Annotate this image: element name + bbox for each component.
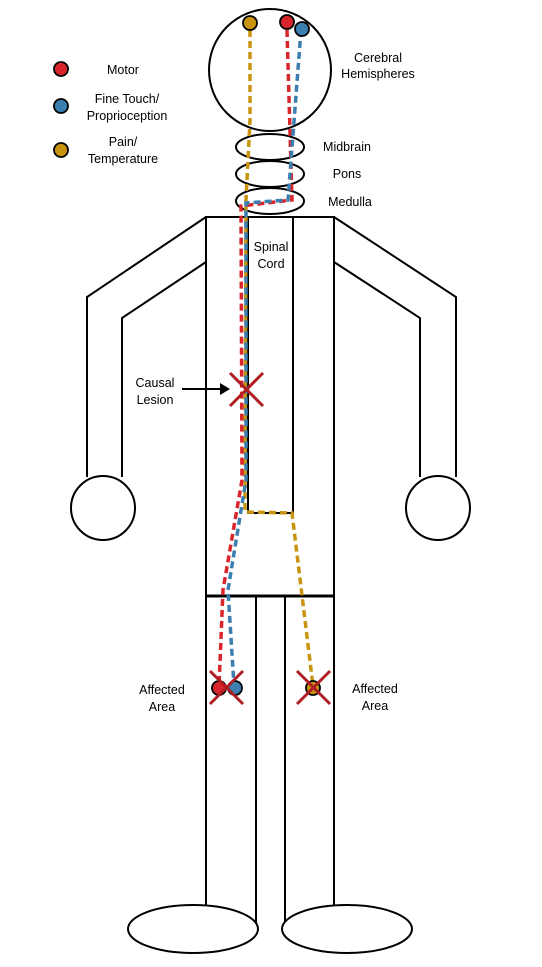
midbrain-shape: [235, 133, 305, 161]
fine-touch-origin-dot: [294, 21, 310, 37]
pons-label: Pons: [333, 167, 362, 181]
right-foot: [281, 904, 413, 954]
legend-fine-touch-dot: [53, 98, 69, 114]
midbrain-label: Midbrain: [323, 140, 371, 154]
left-arm: [86, 216, 207, 477]
torso: [205, 216, 335, 597]
fine-touch-pathway: [226, 29, 303, 687]
left-foot: [127, 904, 259, 954]
spinal-cord-label-2: Cord: [257, 257, 284, 271]
legend-fine-touch-label-1: Fine Touch/: [95, 92, 160, 106]
right-hand: [405, 475, 471, 541]
left-leg: [205, 596, 257, 930]
motor-origin-dot: [279, 14, 295, 30]
affected-left-x-icon: [208, 669, 245, 706]
pain-origin-dot: [242, 15, 258, 31]
lesion-label-2: Lesion: [137, 393, 174, 407]
affected-right-x-icon: [295, 669, 332, 706]
right-arm: [333, 216, 457, 477]
spinal-cord-label-1: Spinal: [254, 240, 289, 254]
right-leg: [284, 596, 335, 930]
lesion-label-1: Causal: [136, 376, 175, 390]
medulla-label: Medulla: [328, 195, 372, 209]
legend: Motor Fine Touch/ Proprioception Pain/ T…: [53, 61, 168, 166]
affected-right-label-2: Area: [362, 699, 388, 713]
legend-motor-dot: [53, 61, 69, 77]
left-hand: [70, 475, 136, 541]
motor-pathway: [217, 29, 294, 687]
pathways: [217, 29, 315, 687]
affected-right-label-1: Affected: [352, 682, 398, 696]
legend-pain-label-1: Pain/: [109, 135, 138, 149]
affected-left-label-1: Affected: [139, 683, 185, 697]
cerebral-label-2: Hemispheres: [341, 67, 415, 81]
cerebral-label-1: Cerebral: [354, 51, 402, 65]
lesion-x-icon: [228, 371, 265, 408]
body-outline: [70, 8, 471, 954]
legend-motor-label: Motor: [107, 63, 139, 77]
legend-fine-touch-label-2: Proprioception: [87, 109, 168, 123]
lesion-arrow-icon: [182, 383, 230, 395]
legend-pain-label-2: Temperature: [88, 152, 158, 166]
affected-left-label-2: Area: [149, 700, 175, 714]
legend-pain-dot: [53, 142, 69, 158]
head-cerebral-hemispheres: [208, 8, 332, 132]
